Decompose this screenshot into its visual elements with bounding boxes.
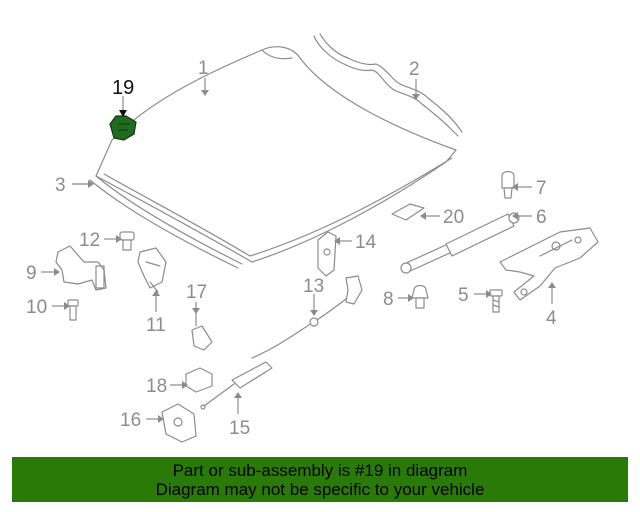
- callout-9: 9: [26, 263, 37, 284]
- callout-1: 1: [198, 58, 209, 79]
- hood-panel: [95, 46, 457, 263]
- release-cable: [251, 275, 363, 359]
- callout-17: 17: [186, 282, 207, 303]
- grommet: [411, 284, 429, 309]
- callout-5: 5: [458, 285, 469, 306]
- cable-bracket: [317, 231, 337, 277]
- info-banner: Part or sub-assembly is #19 in diagram D…: [12, 457, 628, 502]
- hood-latch: [161, 403, 197, 443]
- bracket-bolt: [67, 299, 79, 321]
- callout-10: 10: [26, 297, 47, 318]
- banner-line-1: Part or sub-assembly is #19 in diagram: [172, 460, 468, 480]
- leader-lines: [41, 78, 553, 420]
- mounting-clip: [185, 367, 213, 393]
- banner-line-2: Diagram may not be specific to your vehi…: [155, 479, 485, 499]
- hood-gas-strut: [400, 212, 520, 274]
- hinge-bolt: [489, 289, 503, 313]
- insulation-pad: [391, 203, 425, 221]
- callout-13: 13: [303, 276, 324, 297]
- hood-edge-molding: [89, 175, 243, 269]
- cable-clip: [191, 309, 213, 351]
- bumper-stop: [501, 170, 515, 199]
- callout-11: 11: [146, 315, 166, 336]
- callout-15: 15: [229, 418, 250, 439]
- leader-arrowheads: [54, 90, 556, 423]
- callout-14: 14: [355, 232, 377, 253]
- callout-16: 16: [120, 410, 141, 431]
- callout-3: 3: [55, 175, 66, 196]
- highlighted-part-19: [109, 115, 137, 141]
- callout-19: 19: [112, 77, 134, 99]
- catch-bolt: [119, 231, 135, 251]
- callout-4: 4: [546, 308, 557, 329]
- callout-20: 20: [443, 207, 464, 228]
- hood-seal: [313, 33, 463, 137]
- callout-labels: 1 2 3 4 5 6 7 8 9 10 11 12 13 14 15 16 1…: [26, 58, 557, 439]
- hood-hinge: [499, 227, 599, 301]
- callout-8: 8: [383, 289, 394, 310]
- release-handle: [200, 361, 273, 410]
- callout-7: 7: [536, 178, 547, 199]
- callout-12: 12: [79, 230, 100, 251]
- callout-2: 2: [409, 59, 420, 80]
- callout-18: 18: [146, 376, 167, 397]
- callout-6: 6: [536, 207, 547, 228]
- latch-bracket: [55, 245, 107, 291]
- safety-catch: [137, 247, 167, 293]
